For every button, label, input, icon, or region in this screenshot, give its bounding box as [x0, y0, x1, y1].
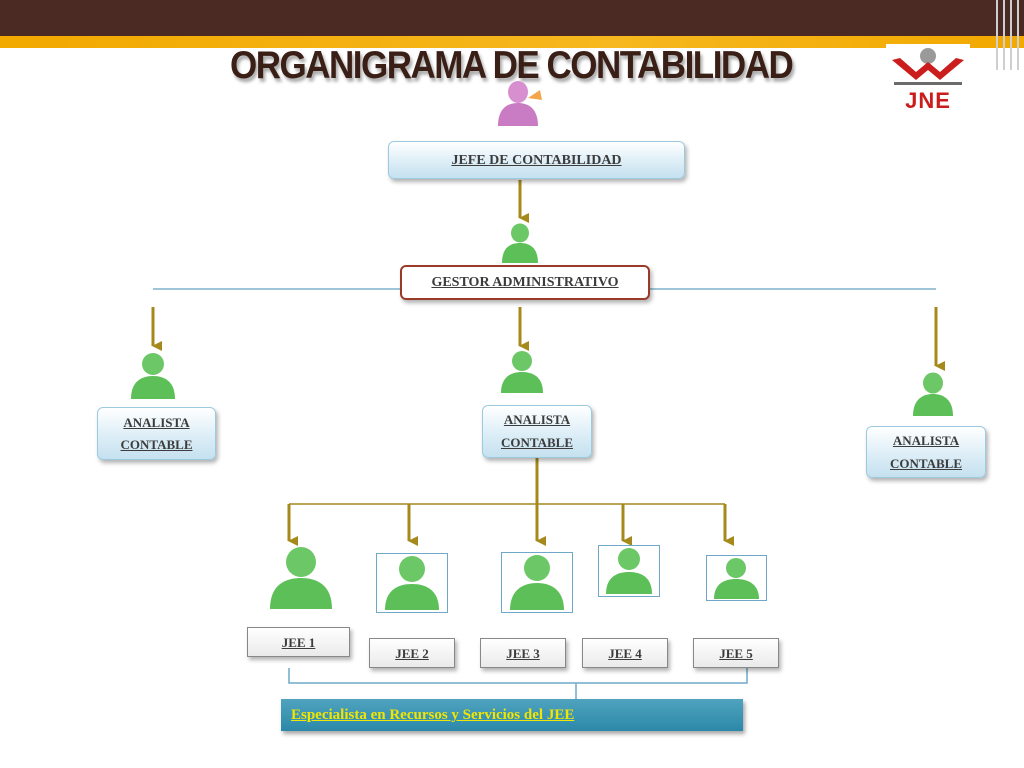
- node-label-line: CONTABLE: [890, 456, 962, 471]
- user-icon: [510, 555, 564, 610]
- user-icon: [501, 351, 543, 393]
- node-analista-contable-left: ANALISTA CONTABLE: [97, 407, 216, 460]
- node-analista-contable-center: ANALISTA CONTABLE: [482, 405, 592, 458]
- user-icon: [131, 353, 175, 399]
- header-stripe: [0, 36, 1024, 48]
- user-icon: [385, 556, 439, 610]
- node-label-line: ANALISTA: [892, 433, 960, 448]
- node-jee-1: JEE 1: [247, 627, 350, 657]
- decorative-edge-line: [1010, 0, 1012, 70]
- decorative-edge-line: [1003, 0, 1005, 70]
- user-frame: [598, 545, 660, 597]
- node-especialista: Especialista en Recursos y Servicios del…: [281, 699, 743, 731]
- node-label-line: ANALISTA: [503, 412, 571, 427]
- user-icon: [502, 223, 538, 263]
- user-icon: [606, 548, 652, 594]
- jne-logo: JNE: [886, 44, 970, 116]
- user-icon: [714, 558, 759, 599]
- node-label-line: ANALISTA: [123, 415, 190, 430]
- node-jee-4: JEE 4: [582, 638, 668, 668]
- node-gestor-administrativo: GESTOR ADMINISTRATIVO: [400, 265, 650, 300]
- node-label-line: CONTABLE: [120, 437, 193, 452]
- node-jefe-contabilidad: JEFE DE CONTABILIDAD: [388, 141, 685, 179]
- user-admin-icon: [498, 81, 542, 126]
- node-label-line: CONTABLE: [501, 435, 573, 450]
- user-icon: [913, 372, 953, 416]
- user-frame: [706, 555, 767, 601]
- user-frame: [376, 553, 448, 613]
- user-icon: [270, 547, 332, 609]
- page-title: ORGANIGRAMA DE CONTABILIDAD: [230, 44, 794, 87]
- node-jee-5: JEE 5: [693, 638, 779, 668]
- logo-text: JNE: [905, 88, 951, 113]
- header-bar: [0, 0, 1024, 36]
- user-frame: [501, 552, 573, 613]
- decorative-edge-line: [996, 0, 998, 70]
- node-analista-contable-right: ANALISTA CONTABLE: [866, 426, 986, 478]
- node-jee-2: JEE 2: [369, 638, 455, 668]
- node-jee-3: JEE 3: [480, 638, 566, 668]
- logo-emblem-icon: [892, 48, 964, 85]
- decorative-edge-line: [1017, 0, 1019, 70]
